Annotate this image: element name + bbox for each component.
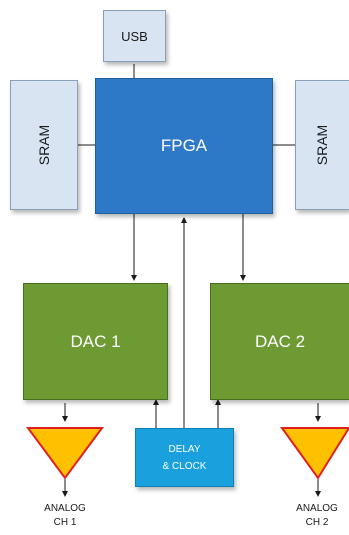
delay-clock-label: DELAY & CLOCK (162, 443, 207, 472)
sram-right-block: SRAM (295, 80, 349, 210)
sram-left-block: SRAM (10, 80, 78, 210)
usb-label: USB (121, 28, 148, 44)
delay-clock-block: DELAY & CLOCK (135, 428, 234, 487)
dac2-label: DAC 2 (254, 331, 306, 351)
amplifier-icon (280, 427, 349, 480)
fpga-label: FPGA (160, 136, 208, 155)
dac1-label: DAC 1 (70, 331, 121, 351)
sram-left-label: SRAM (35, 124, 52, 166)
usb-block: USB (103, 10, 166, 62)
dac2-block: DAC 2 (210, 283, 349, 400)
amplifier-icon (26, 427, 104, 480)
dac1-block: DAC 1 (23, 283, 168, 400)
sram-right-label: SRAM (314, 124, 331, 166)
fpga-block: FPGA (95, 78, 273, 214)
analog-ch1-label: ANALOG CH 1 (44, 503, 86, 528)
analog-ch2-label: ANALOG CH 2 (296, 503, 338, 528)
